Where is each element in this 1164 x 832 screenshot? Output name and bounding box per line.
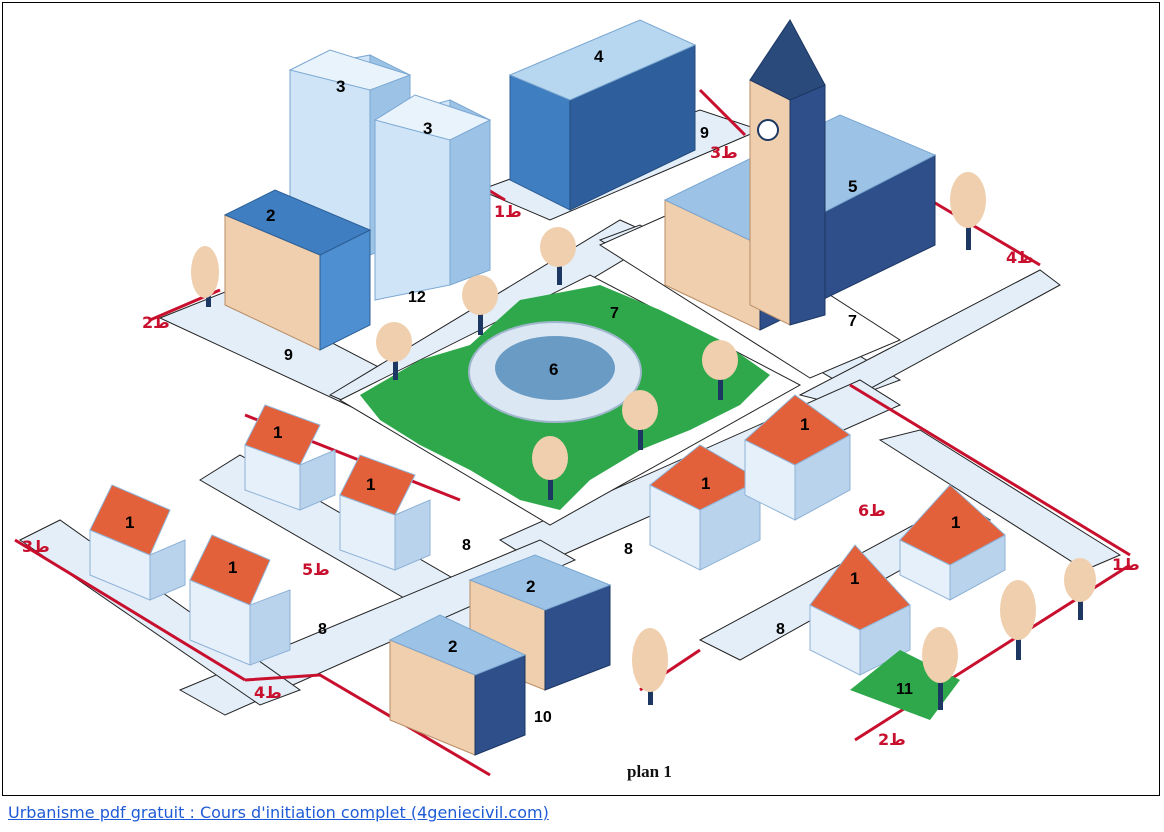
office-building-2 (223, 189, 372, 351)
label-lot-b: 8 (624, 541, 633, 558)
road-right-edge (878, 429, 1122, 571)
label-house-d1: 1 (850, 569, 859, 588)
house-c1 (649, 444, 762, 571)
fountain-water (495, 336, 615, 400)
tree-icon (540, 227, 576, 285)
boundary-bottom-left (244, 673, 491, 777)
tree-icon (950, 172, 986, 250)
mark-t6-mid: ط6 (858, 501, 886, 520)
label-lot-a: 8 (462, 537, 471, 554)
label-office-top: 4 (594, 47, 604, 66)
label-house-b2: 1 (228, 558, 237, 577)
label-house-a1: 1 (273, 423, 282, 442)
label-church: 5 (848, 177, 857, 196)
spire (749, 19, 826, 101)
zone-labels: 3 3 4 2 5 6 7 7 9 9 12 1 1 1 1 1 1 1 1 8… (125, 47, 960, 726)
mark-t3-top: ط3 (710, 143, 738, 162)
label-lot-upper-left: 9 (284, 347, 293, 364)
label-fountain: 6 (549, 360, 558, 379)
clock-icon (757, 119, 779, 141)
figure-frame (2, 2, 1160, 796)
label-park: 7 (610, 305, 619, 322)
tree-icon (376, 322, 412, 380)
tree-icon (702, 340, 738, 400)
tree-icon (622, 390, 658, 450)
house-b2 (189, 534, 291, 666)
mark-t1-right: ط1 (1112, 555, 1140, 574)
label-tower-b: 3 (423, 119, 432, 138)
label-church-yard: 7 (848, 313, 857, 330)
boundary-right (849, 383, 1131, 557)
tree-icon (1000, 580, 1036, 660)
house-c2 (744, 394, 851, 521)
office-building-4 (508, 19, 697, 211)
mark-t5-mid: ط5 (302, 560, 330, 579)
boundary-left (14, 538, 246, 682)
house-a2 (339, 454, 431, 571)
mark-t2-bottom: ط2 (878, 730, 906, 749)
church-building-5 (663, 19, 937, 331)
mark-t2-top: ط2 (142, 313, 170, 332)
tree-icon (462, 275, 498, 335)
label-tower-a: 3 (336, 77, 345, 96)
label-house-b1: 1 (125, 513, 134, 532)
label-lot-center: 12 (408, 289, 426, 306)
label-garden: 11 (896, 681, 913, 698)
clock-tower (749, 79, 791, 326)
label-lot-d: 8 (776, 621, 785, 638)
label-house-d2: 1 (951, 513, 960, 532)
house-d1 (809, 544, 911, 676)
urban-plan-illustration: 3 3 4 2 5 6 7 7 9 9 12 1 1 1 1 1 1 1 1 8… (14, 19, 1140, 777)
mark-t4-bottom: ط4 (254, 683, 282, 702)
apartment-b (388, 614, 527, 756)
mark-t4-top: ط4 (1006, 248, 1034, 267)
mark-t3-left: ط3 (22, 537, 50, 556)
tree-icon (922, 627, 958, 710)
figure-caption: plan 1 (627, 762, 672, 781)
boundary-marks: ط1 ط2 ط3 ط4 ط3 ط5 ط6 ط1 ط4 ط2 (22, 143, 1140, 749)
label-lot-apt: 10 (534, 709, 552, 726)
label-house-c1: 1 (701, 474, 710, 493)
label-apt-a: 2 (526, 577, 535, 596)
label-house-a2: 1 (366, 475, 375, 494)
label-lot-c: 8 (318, 621, 327, 638)
tree-icon (632, 628, 668, 705)
tree-icon (1064, 558, 1096, 620)
tower-b (373, 94, 492, 301)
label-house-c2: 1 (800, 415, 809, 434)
trees (191, 172, 1096, 710)
label-office-left: 2 (266, 206, 275, 225)
house-a1 (244, 404, 336, 511)
house-d2 (899, 484, 1006, 601)
houses (89, 394, 1006, 676)
label-apt-b: 2 (448, 637, 457, 656)
source-link[interactable]: Urbanisme pdf gratuit : Cours d'initiati… (8, 803, 549, 822)
label-lot-upper-right: 9 (700, 125, 709, 142)
tree-icon (191, 246, 219, 307)
tree-icon (532, 436, 568, 500)
boundary-right-top (929, 198, 1041, 267)
house-b1 (89, 484, 186, 601)
central-park (338, 274, 802, 526)
boundary-top (698, 88, 747, 137)
mark-t1-top: ط1 (494, 202, 522, 221)
